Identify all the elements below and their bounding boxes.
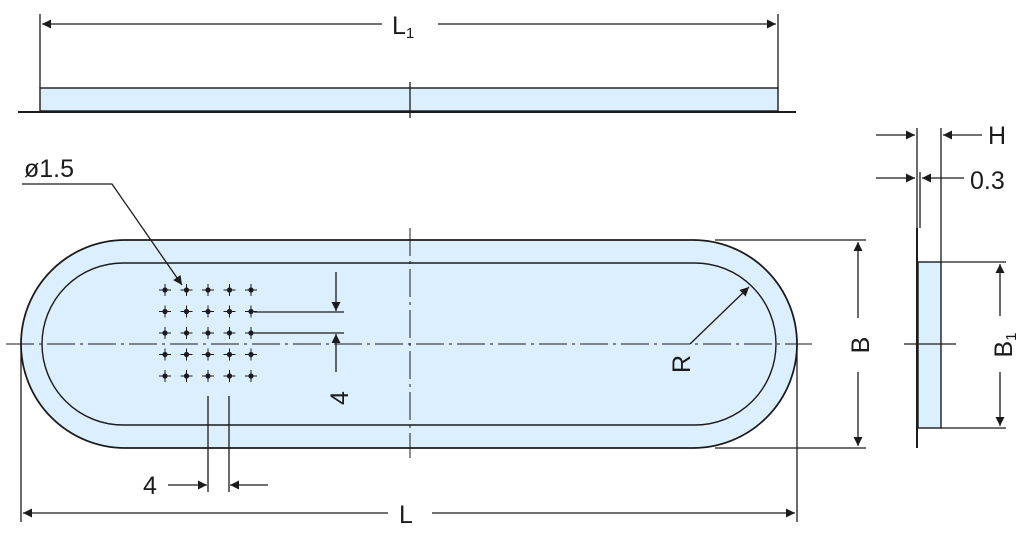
hole-grid: [159, 284, 257, 382]
hole: [223, 370, 236, 382]
hole: [180, 370, 193, 382]
hole: [159, 284, 171, 296]
pitch-h-label: 4: [143, 472, 157, 500]
l-label: L: [399, 501, 413, 529]
side-view: H 0.3 B1: [876, 122, 1020, 448]
h-label: H: [988, 122, 1006, 150]
top-view: L1: [18, 12, 796, 118]
side-view-plate: [917, 261, 942, 429]
hole: [245, 370, 257, 382]
hole: [202, 327, 214, 339]
hole-leader-line: [22, 183, 183, 286]
hole: [202, 284, 214, 296]
hole: [180, 305, 193, 318]
hole: [223, 284, 236, 296]
b1-label: B1: [990, 332, 1020, 357]
hole: [223, 327, 236, 339]
hole: [159, 370, 171, 382]
hole: [202, 370, 214, 382]
hole-diameter-label: ø1.5: [24, 155, 74, 183]
hole: [223, 348, 236, 361]
b-label: B: [847, 337, 875, 354]
pitch-v-label: 4: [326, 391, 354, 405]
radius-leader: [689, 286, 750, 345]
hole: [180, 348, 193, 361]
front-view: ø1.5 4 4 R B L: [6, 155, 875, 529]
hole: [202, 348, 214, 361]
hole: [180, 327, 193, 339]
hole: [159, 327, 171, 339]
hole: [202, 305, 214, 318]
thickness-label: 0.3: [970, 167, 1005, 195]
l1-label: L1: [392, 12, 414, 42]
hole: [159, 305, 171, 318]
hole: [245, 348, 257, 361]
hole: [245, 284, 257, 296]
hole: [223, 305, 236, 318]
hole: [180, 284, 193, 296]
radius-label: R: [668, 355, 696, 373]
top-view-plate: [39, 87, 779, 112]
hole: [159, 348, 171, 361]
